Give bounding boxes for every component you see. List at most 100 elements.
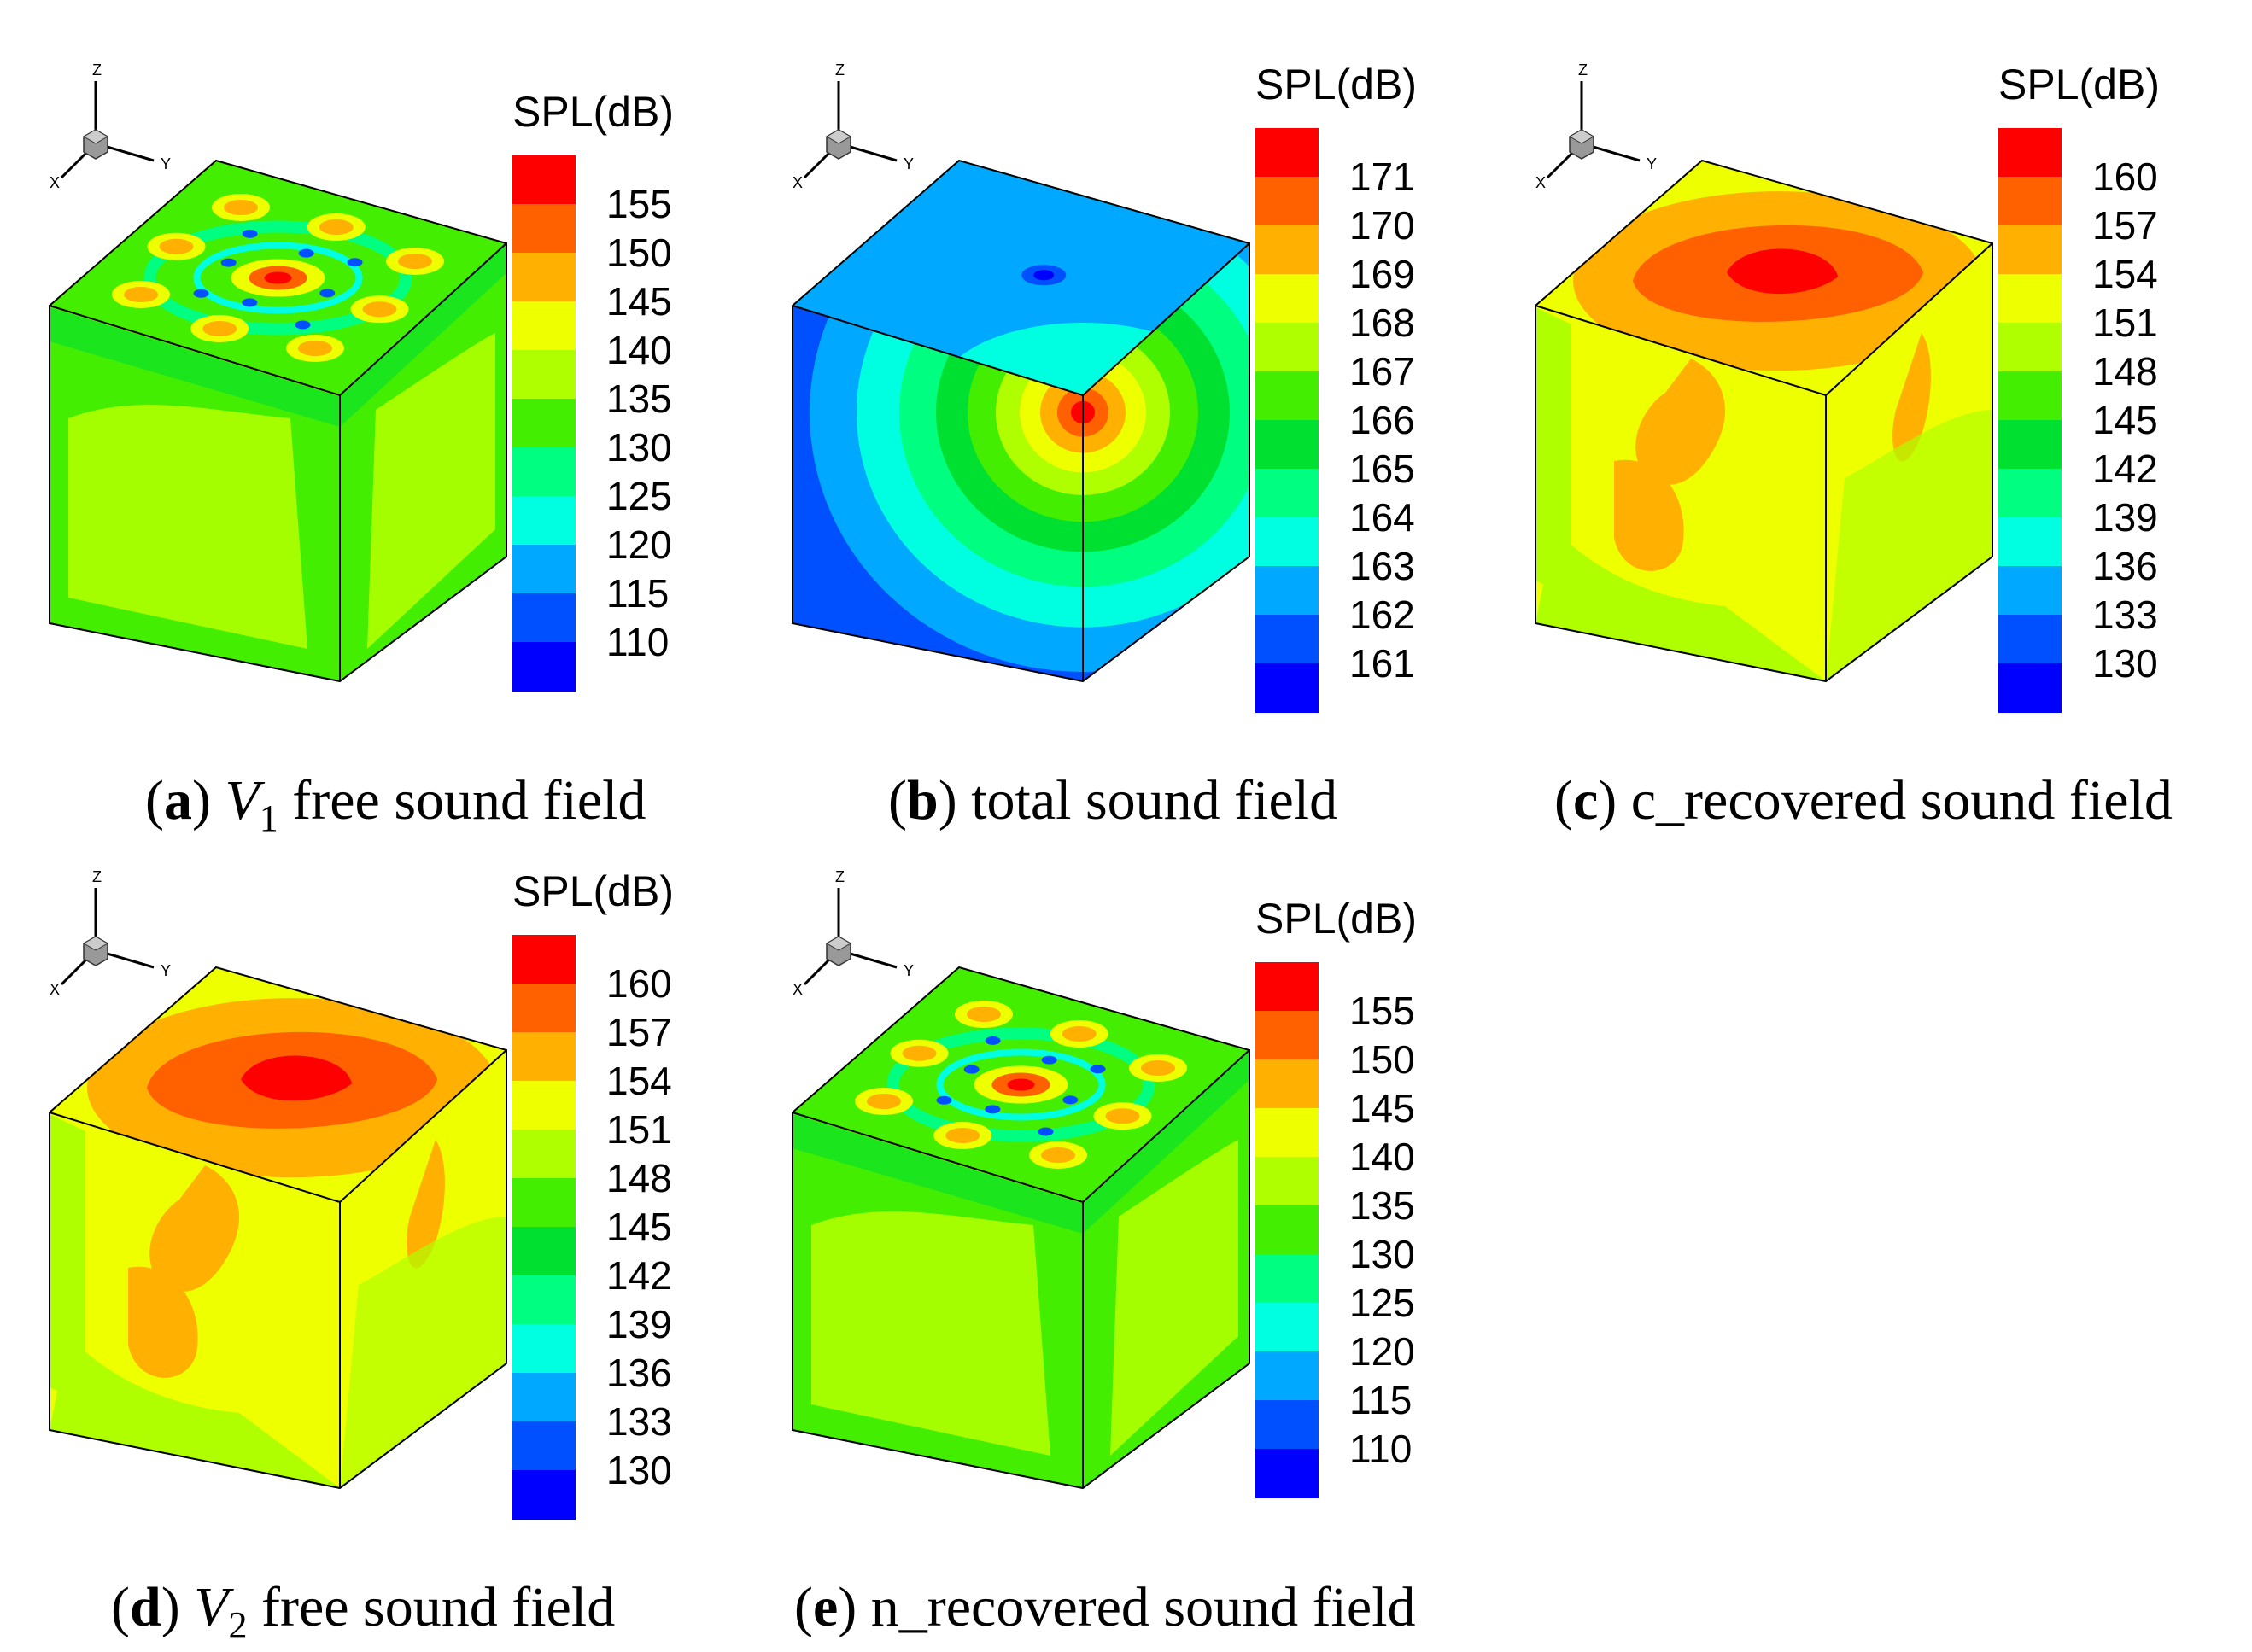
axis-triad: ZYX xyxy=(50,868,171,998)
color-bar-segment xyxy=(512,593,576,643)
color-bar xyxy=(512,935,576,1520)
caption-letter: b xyxy=(906,769,939,832)
cube-left-face xyxy=(50,306,340,681)
legend-tick-label: 135 xyxy=(606,377,672,421)
legend-tick-label: 160 xyxy=(2092,155,2158,199)
sound-field-cube: ZYX xyxy=(1535,61,1993,683)
color-bar-segment xyxy=(512,1227,576,1276)
legend-tick-label: 151 xyxy=(606,1107,672,1152)
color-bar xyxy=(1255,962,1319,1498)
panel-caption: (d) V2 free sound field xyxy=(111,1576,616,1647)
cube-right-face xyxy=(1826,243,1992,681)
legend-tick-label: 145 xyxy=(2092,398,2158,442)
cube-outline xyxy=(792,966,1250,1490)
color-bar xyxy=(512,155,576,692)
legend-tick-label: 145 xyxy=(606,1205,672,1249)
cube-left-face xyxy=(793,1112,1083,1488)
axis-z-label: Z xyxy=(1578,61,1588,79)
color-bar-segment xyxy=(1255,371,1319,421)
color-bar-segment xyxy=(1998,663,2062,713)
legend-tick-label: 163 xyxy=(1349,544,1415,588)
legend-tick-label: 140 xyxy=(606,328,672,372)
color-bar-segment xyxy=(1255,615,1319,664)
axis-x-label: X xyxy=(793,981,803,998)
color-bar-segment xyxy=(1998,517,2062,567)
sound-field-cube: ZYX xyxy=(49,61,507,683)
color-bar-segment xyxy=(512,496,576,546)
axis-x-label: X xyxy=(793,174,803,191)
axis-y-label: Y xyxy=(904,155,914,172)
cube-outline xyxy=(49,966,507,1490)
legend-tick-label: 125 xyxy=(1349,1281,1415,1325)
legend-tick-label: 148 xyxy=(2092,349,2158,394)
legend-tick-label: 165 xyxy=(1349,447,1415,491)
color-bar-segment xyxy=(512,642,576,692)
color-bar-segment xyxy=(1255,469,1319,518)
color-bar-segment xyxy=(512,301,576,351)
color-bar-segment xyxy=(512,253,576,302)
color-bar-segment xyxy=(512,1081,576,1130)
legend-title: SPL(dB) xyxy=(1255,61,1417,108)
cube-outline xyxy=(49,159,507,683)
sound-field-cube: ZYX xyxy=(792,868,1250,1490)
legend-tick-label: 154 xyxy=(606,1059,672,1103)
color-bar-segment xyxy=(1255,1205,1319,1255)
caption-text: free sound field xyxy=(247,1576,616,1638)
legend-tick-label: 110 xyxy=(606,620,670,664)
legend-tick-label: 142 xyxy=(2092,447,2158,491)
color-bar-segment xyxy=(512,1130,576,1179)
cube-right-face xyxy=(1083,1050,1249,1488)
legend-title: SPL(dB) xyxy=(1998,61,2160,108)
legend-tick-label: 130 xyxy=(2092,641,2158,686)
color-bar-segment xyxy=(1255,663,1319,713)
color-bar-segment xyxy=(512,1324,576,1374)
panel-caption: (e) n_recovered sound field xyxy=(794,1576,1416,1638)
color-bar-segment xyxy=(1998,225,2062,275)
color-bar xyxy=(1255,128,1319,713)
caption-letter: a xyxy=(163,769,192,832)
color-bar-segment xyxy=(1998,469,2062,518)
legend-tick-label: 110 xyxy=(1349,1427,1413,1471)
cube-right-face xyxy=(340,243,506,681)
color-bar-segment xyxy=(1255,1254,1319,1304)
panel-caption: (c) c_recovered sound field xyxy=(1554,769,2173,832)
legend-tick-label: 135 xyxy=(1349,1183,1415,1228)
color-bar-segment xyxy=(1998,323,2062,372)
color-bar-segment xyxy=(512,1421,576,1471)
axis-y-label: Y xyxy=(904,962,914,979)
cube-top-face xyxy=(50,161,506,395)
sound-field-cube: ZYX xyxy=(792,61,1250,683)
color-bar-segment xyxy=(1998,128,2062,178)
color-bar-segment xyxy=(1255,420,1319,470)
legend-tick-label: 166 xyxy=(1349,398,1415,442)
legend-tick-label: 145 xyxy=(1349,1086,1415,1130)
color-bar-segment xyxy=(1255,1011,1319,1060)
axis-y-label: Y xyxy=(161,155,171,172)
legend-tick-label: 157 xyxy=(2092,203,2158,248)
caption-letter: e xyxy=(812,1576,839,1638)
color-bar-segment xyxy=(512,1275,576,1325)
color-bar-segment xyxy=(1998,371,2062,421)
legend-tick-label: 151 xyxy=(2092,301,2158,345)
legend-tick-label: 142 xyxy=(606,1253,672,1298)
cube-outline xyxy=(792,159,1250,683)
color-bar-segment xyxy=(1998,274,2062,324)
cube-top-face xyxy=(793,967,1249,1202)
legend-tick-label: 162 xyxy=(1349,593,1415,637)
axis-triad: ZYX xyxy=(793,61,914,191)
caption-variable: V xyxy=(225,769,260,832)
color-bar-segment xyxy=(1255,1400,1319,1450)
color-bar-segment xyxy=(1255,1108,1319,1158)
legend-tick-label: 171 xyxy=(1349,155,1415,199)
caption-subscript: 1 xyxy=(259,797,278,840)
cube-outline xyxy=(1535,159,1993,683)
color-bar-segment xyxy=(1255,1351,1319,1401)
axis-z-label: Z xyxy=(92,868,102,885)
color-bar-segment xyxy=(512,935,576,984)
color-bar-segment xyxy=(512,204,576,254)
legend-tick-label: 136 xyxy=(606,1351,672,1395)
